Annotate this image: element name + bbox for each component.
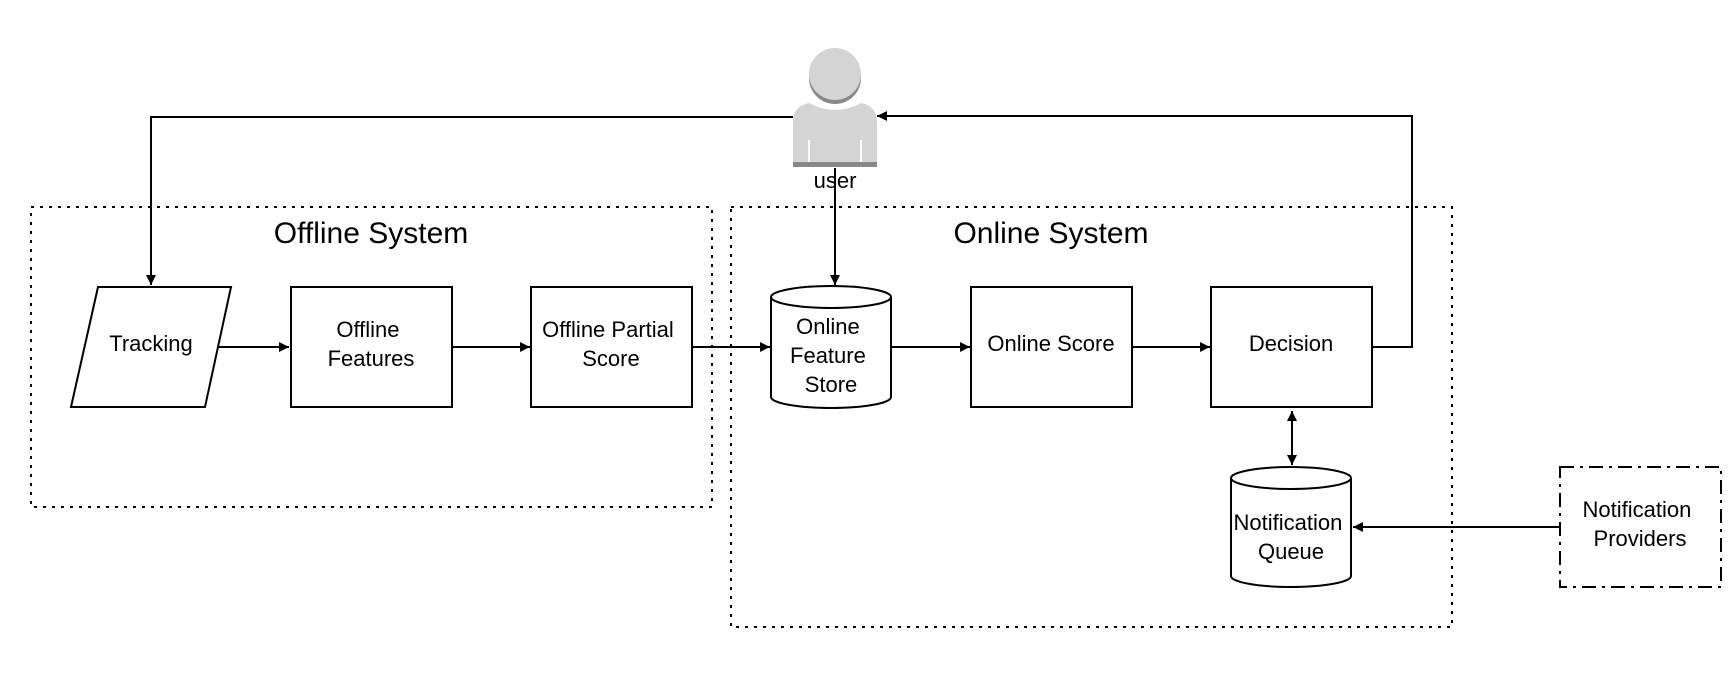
notification-queue-label: Notification Queue — [1234, 510, 1349, 564]
offline-partial-score-label: Offline Partial Score — [542, 317, 680, 371]
user-actor-icon — [793, 48, 877, 167]
online-feature-store-label: Online Feature Store — [790, 314, 872, 397]
edge-decision-to-user — [877, 111, 1413, 348]
offline-features-node: Offline Features — [290, 286, 453, 408]
offline-partial-score-node: Offline Partial Score — [530, 286, 693, 408]
offline-system-group — [30, 206, 713, 508]
online-feature-store-node: Online Feature Store — [770, 285, 892, 409]
online-score-node: Online Score — [970, 286, 1133, 408]
decision-label: Decision — [1249, 331, 1333, 356]
decision-node: Decision — [1210, 286, 1373, 408]
online-system-group — [730, 206, 1453, 628]
offline-features-label: Offline Features — [328, 317, 415, 371]
notification-providers-label: Notification Providers — [1583, 497, 1698, 551]
edge-user-to-tracking — [146, 116, 793, 285]
notification-providers-node: Notification Providers — [1559, 466, 1722, 588]
tracking-node: Tracking — [69, 286, 233, 408]
online-score-label: Online Score — [987, 331, 1114, 356]
user-label: user — [814, 168, 857, 193]
offline-system-title: Offline System — [274, 217, 469, 250]
tracking-label: Tracking — [109, 331, 193, 356]
notification-queue-node: Notification Queue — [1230, 466, 1352, 588]
online-system-title: Online System — [953, 217, 1148, 250]
